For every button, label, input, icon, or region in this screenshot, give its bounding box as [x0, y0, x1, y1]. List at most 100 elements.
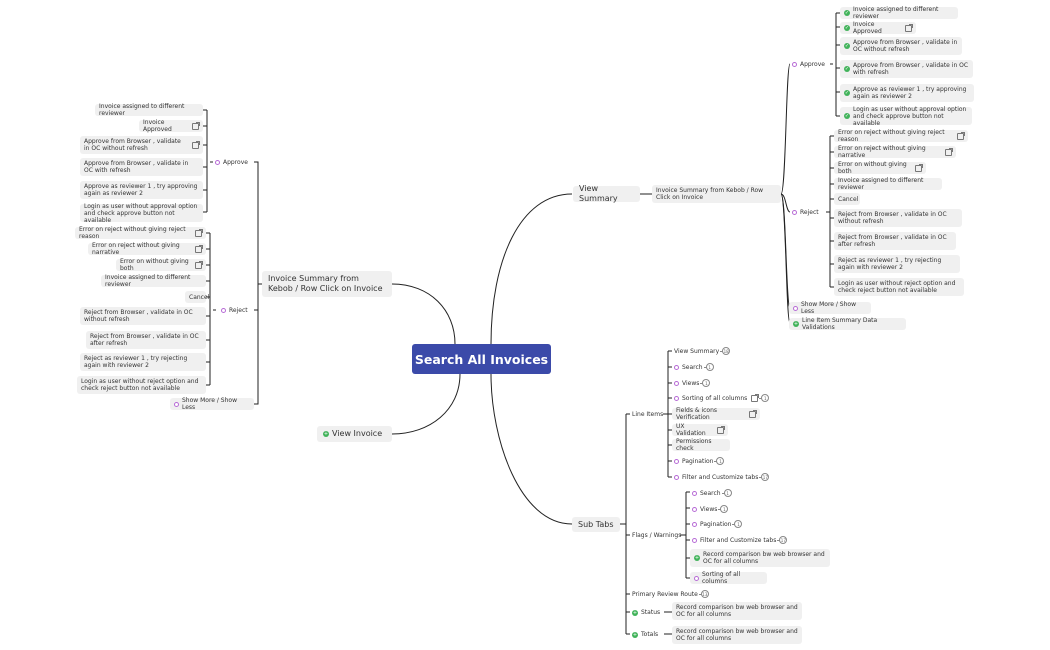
- reject-right-item[interactable]: Reject from Browser , validate in OC aft…: [834, 232, 956, 250]
- flags-child[interactable]: Sorting of all columns: [690, 571, 767, 585]
- line-items-child[interactable]: UX Validation: [672, 423, 728, 437]
- external-link-icon[interactable]: [195, 261, 203, 269]
- totals-node[interactable]: +Totals: [632, 631, 659, 638]
- approve-right-node[interactable]: Approve: [790, 59, 827, 70]
- purple-circle-icon: [792, 62, 797, 67]
- purple-circle-icon: [692, 537, 697, 543]
- reject-left-node[interactable]: Reject: [219, 305, 250, 316]
- approve-left-item[interactable]: Approve from Browser , validate in OC wi…: [80, 158, 203, 176]
- count-badge[interactable]: 13: [698, 590, 709, 598]
- count-badge[interactable]: 1: [703, 363, 714, 371]
- approve-left-item[interactable]: Invoice Approved: [139, 119, 203, 133]
- approve-right-item[interactable]: ✓Approve as reviewer 1 , try approving a…: [840, 84, 974, 102]
- external-link-icon[interactable]: [957, 132, 965, 140]
- invoice-summary-right-node[interactable]: Invoice Summary from Kebob / Row Click o…: [652, 185, 781, 203]
- reject-right-item[interactable]: Reject as reviewer 1 , try rejecting aga…: [834, 255, 960, 273]
- external-link-icon[interactable]: [192, 122, 200, 130]
- approve-right-item[interactable]: ✓Approve from Browser , validate in OC w…: [840, 37, 962, 55]
- sub-tabs-node[interactable]: Sub Tabs: [572, 517, 620, 532]
- view-summary-node[interactable]: View Summary: [573, 184, 640, 203]
- purple-circle-icon: [215, 160, 220, 165]
- approve-right-item[interactable]: ✓Login as user without approval option a…: [840, 106, 972, 127]
- line-item-summary-node[interactable]: +Line Item Summary Data Validations: [789, 317, 906, 331]
- check-icon: ✓: [844, 10, 850, 16]
- reject-right-item[interactable]: Error on without giving both: [834, 161, 926, 175]
- reject-left-item[interactable]: Error on without giving both: [116, 258, 206, 272]
- reject-left-item[interactable]: Reject from Browser , validate in OC aft…: [86, 331, 206, 349]
- external-link-icon[interactable]: [749, 410, 757, 418]
- root-node[interactable]: Search All Invoices: [412, 344, 551, 374]
- reject-left-item[interactable]: Reject as reviewer 1 , try rejecting aga…: [80, 353, 206, 371]
- count-badge[interactable]: 17: [759, 473, 770, 481]
- purple-circle-icon: [221, 308, 226, 313]
- flags-warnings-node[interactable]: Flags / Warnings: [632, 532, 682, 539]
- count-badge[interactable]: 1: [700, 379, 711, 387]
- external-link-icon[interactable]: [717, 426, 725, 434]
- plus-circle-icon: +: [632, 631, 638, 638]
- line-items-node[interactable]: Line Items: [632, 411, 664, 418]
- reject-right-node[interactable]: Reject: [790, 207, 821, 218]
- reject-right-item[interactable]: Error on reject without giving narrative: [834, 145, 956, 159]
- count-badge[interactable]: 18: [720, 347, 731, 355]
- purple-circle-icon: [692, 521, 697, 527]
- status-node[interactable]: +Status: [632, 609, 661, 616]
- line-items-child[interactable]: Fields & icons Verification: [672, 407, 760, 421]
- status-child[interactable]: Record comparison bw web browser and OC …: [672, 602, 802, 620]
- reject-right-item[interactable]: Invoice assigned to different reviewer: [834, 177, 942, 191]
- show-more-right-node[interactable]: Show More / Show Less: [789, 301, 871, 315]
- approve-right-item[interactable]: ✓Approve from Browser , validate in OC w…: [840, 60, 973, 78]
- approve-left-item[interactable]: Login as user without approval option an…: [80, 203, 203, 224]
- count-badge[interactable]: 1: [714, 457, 725, 465]
- count-badge[interactable]: 1: [718, 505, 729, 513]
- external-link-icon[interactable]: [751, 394, 759, 402]
- reject-right-item[interactable]: Reject from Browser , validate in OC wit…: [834, 209, 962, 227]
- invoice-summary-left-node[interactable]: Invoice Summary from Kebob / Row Click o…: [262, 271, 392, 297]
- approve-right-item[interactable]: ✓Invoice Approved: [840, 21, 916, 35]
- flags-child[interactable]: +Record comparison bw web browser and OC…: [690, 549, 830, 567]
- external-link-icon[interactable]: [915, 164, 923, 172]
- reject-right-item[interactable]: Cancel: [834, 193, 860, 205]
- count-badge[interactable]: 1: [721, 489, 732, 497]
- line-items-child[interactable]: Permissions check: [672, 438, 730, 452]
- totals-child[interactable]: Record comparison bw web browser and OC …: [672, 626, 802, 644]
- plus-circle-icon: +: [323, 431, 329, 437]
- show-more-left-node[interactable]: Show More / Show Less: [170, 397, 254, 411]
- purple-circle-icon: [674, 458, 679, 464]
- reject-right-item[interactable]: Error on reject without giving reject re…: [834, 129, 968, 143]
- purple-circle-icon: [674, 395, 679, 401]
- approve-left-node[interactable]: Approve: [213, 157, 250, 168]
- link-root-view-summary: [490, 193, 573, 345]
- reject-left-item[interactable]: Error on reject without giving reject re…: [75, 226, 206, 240]
- external-link-icon[interactable]: [945, 148, 953, 156]
- reject-left-item[interactable]: Cancel: [185, 291, 209, 303]
- reject-left-item[interactable]: Login as user without reject option and …: [77, 376, 206, 394]
- reject-right-item[interactable]: Login as user without reject option and …: [834, 278, 964, 296]
- reject-left-item[interactable]: Reject from Browser , validate in OC wit…: [80, 307, 206, 325]
- external-link-icon[interactable]: [195, 229, 203, 237]
- count-badge[interactable]: 1: [732, 520, 743, 528]
- approve-left-item[interactable]: Approve from Browser , validate in OC wi…: [80, 136, 203, 154]
- count-badge[interactable]: 17: [777, 536, 788, 544]
- approve-right-item[interactable]: ✓Invoice assigned to different reviewer: [840, 6, 958, 20]
- link-root-view-invoice: [391, 373, 461, 435]
- external-link-icon[interactable]: [192, 141, 200, 149]
- reject-left-item[interactable]: Invoice assigned to different reviewer: [101, 274, 206, 288]
- approve-left-item[interactable]: Approve as reviewer 1 , try approving ag…: [80, 181, 203, 199]
- count-badge[interactable]: 1: [759, 394, 770, 402]
- approve-left-item[interactable]: Invoice assigned to different reviewer: [95, 103, 203, 117]
- external-link-icon[interactable]: [905, 24, 913, 32]
- view-invoice-node[interactable]: +View Invoice: [317, 426, 392, 442]
- reject-left-item[interactable]: Error on reject without giving narrative: [88, 242, 206, 256]
- external-link-icon[interactable]: [195, 245, 203, 253]
